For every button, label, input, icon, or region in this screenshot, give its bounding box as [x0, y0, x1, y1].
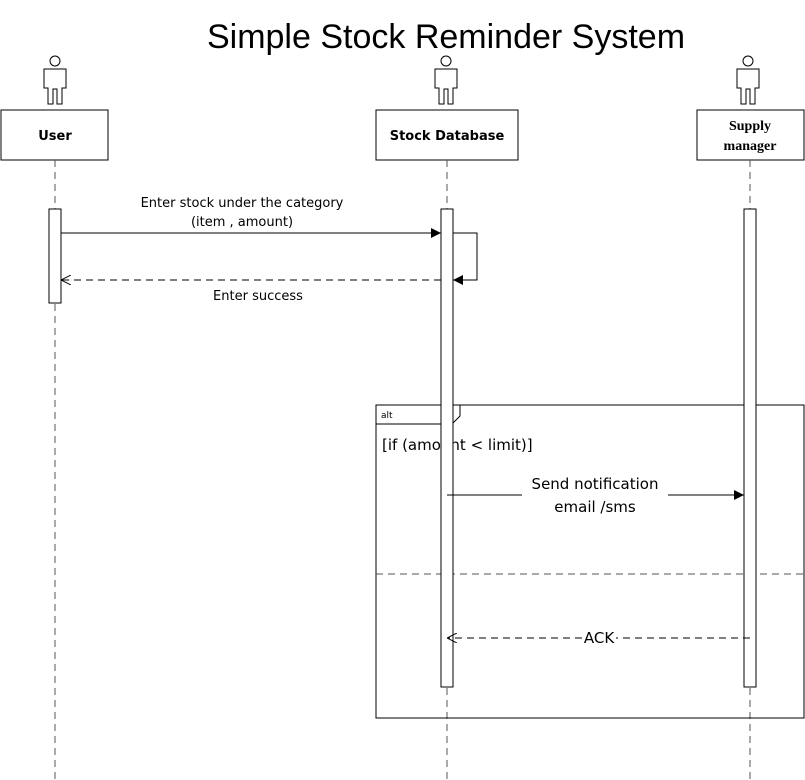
- alt-fragment-guard: [if (amount < limit)]: [382, 436, 533, 454]
- activation-supply-manager: [743, 208, 757, 688]
- actor-icon: [736, 55, 760, 105]
- activation-stock-database: [440, 208, 454, 688]
- message-enter-stock-label-line1: Enter stock under the category: [141, 196, 344, 211]
- message-send-notification-label-line2: email /sms: [554, 498, 636, 516]
- message-ack: ACK: [447, 629, 750, 647]
- participant-user-label: User: [38, 129, 72, 144]
- message-ack-label: ACK: [584, 629, 615, 647]
- alt-fragment: alt [if (amount < limit)]: [375, 404, 805, 719]
- actor-icon: [434, 55, 458, 105]
- message-enter-success: Enter success: [61, 280, 441, 304]
- participant-stock-database[interactable]: Stock Database: [375, 109, 519, 161]
- message-send-notification: Send notification email /sms: [447, 472, 744, 518]
- alt-fragment-operator: alt: [381, 411, 393, 421]
- diagram-title: Simple Stock Reminder System: [207, 18, 685, 56]
- participant-supply-manager-label-line1: Supply: [729, 119, 771, 134]
- message-enter-stock: Enter stock under the category (item , a…: [61, 196, 441, 238]
- message-enter-stock-label-line2: (item , amount): [191, 215, 293, 230]
- participant-supply-manager-label-line2: manager: [724, 139, 777, 154]
- participant-supply-manager[interactable]: Supply manager: [696, 109, 805, 161]
- message-send-notification-label-line1: Send notification: [532, 475, 659, 493]
- participant-stock-database-label: Stock Database: [390, 129, 505, 144]
- message-self-stock-database: [453, 232, 478, 285]
- activation-user: [48, 208, 62, 304]
- message-enter-success-label: Enter success: [213, 289, 303, 304]
- actor-icon: [43, 55, 67, 105]
- participant-user[interactable]: User: [0, 109, 109, 161]
